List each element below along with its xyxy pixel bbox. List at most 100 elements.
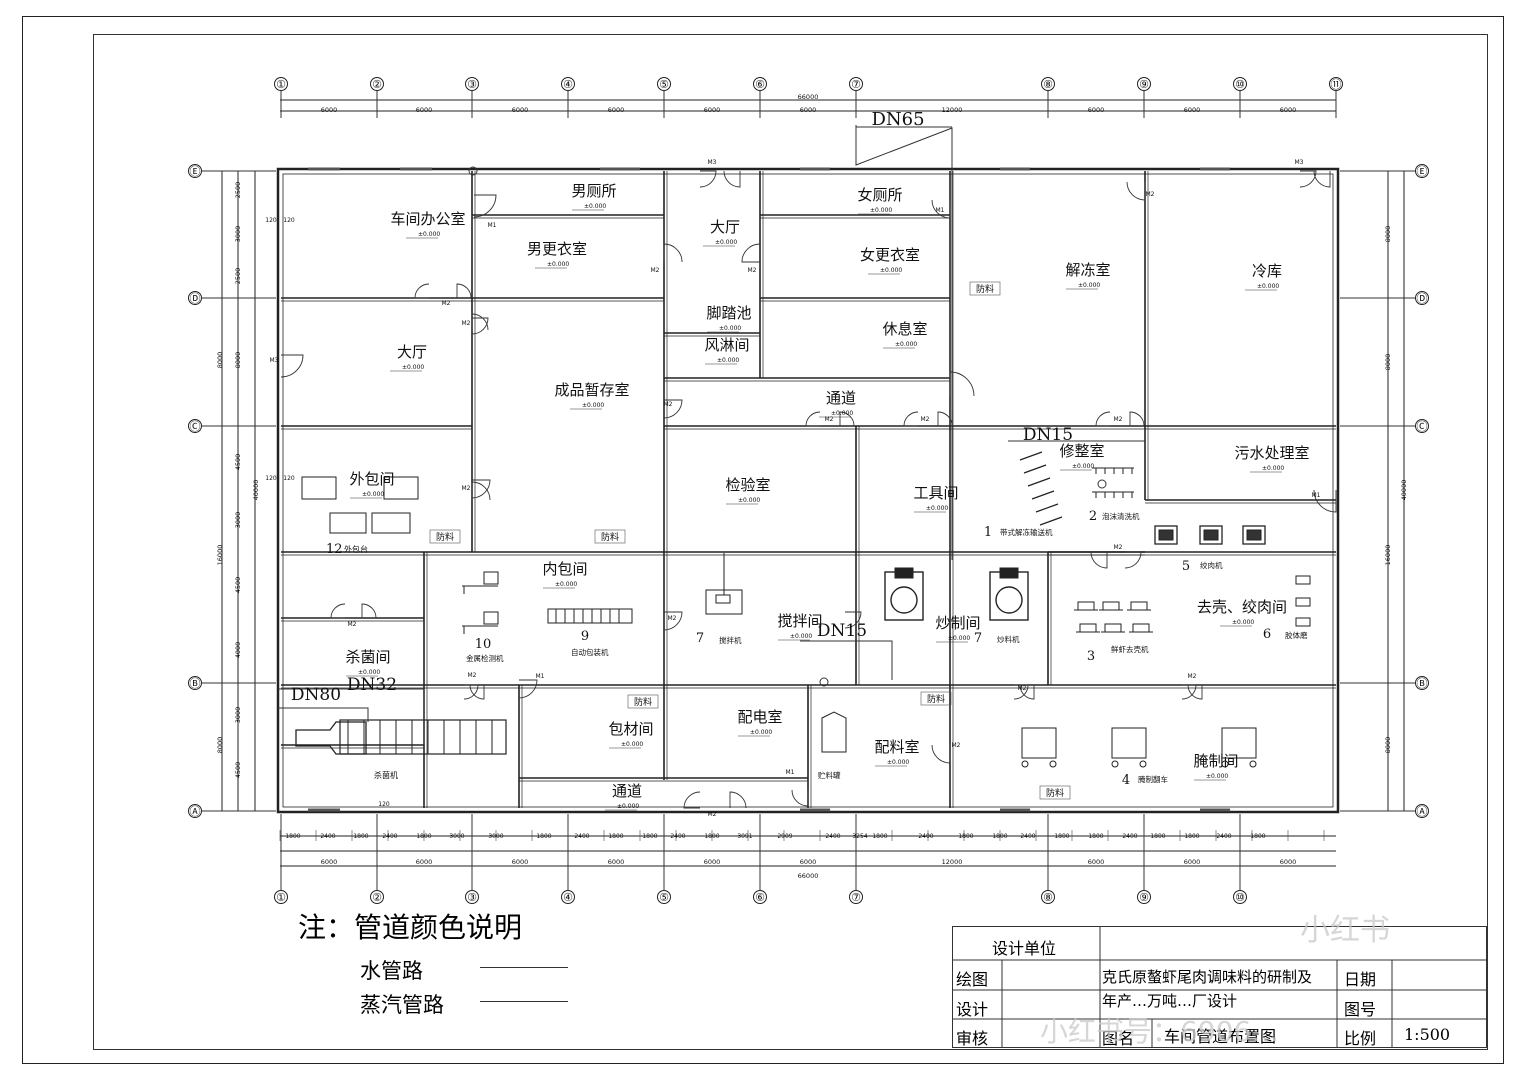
material-box	[627, 694, 659, 709]
grid-bubble-right	[1415, 419, 1429, 433]
dim-left: 8000	[216, 352, 224, 369]
dim-detail: 1800	[416, 833, 431, 840]
grid-bubble-left	[188, 804, 202, 818]
grid-label-left: Ⓐ	[190, 805, 201, 818]
cart-wheel	[1139, 760, 1147, 768]
grid-label-left: Ⓔ	[190, 165, 201, 178]
meat-grinder	[1154, 525, 1178, 545]
machine-label-5: 绞肉机	[1200, 560, 1223, 570]
date-label: 日期	[1344, 970, 1377, 989]
room-label-corridor-top: 通道	[826, 389, 856, 407]
colloid-mill	[1295, 575, 1311, 585]
grid-label-bottom: ②	[372, 891, 382, 904]
dim-top: 6000	[512, 106, 529, 114]
room-label-mens-wc: 男厕所	[571, 182, 616, 200]
dim-bottom: 12000	[942, 858, 963, 866]
dim-detail: 2909	[777, 833, 792, 840]
grid-bubble-top	[753, 77, 767, 91]
door-swing	[471, 317, 489, 335]
elevation-mark: ±0.000	[750, 729, 772, 736]
grid-label-bottom: ⑧	[1043, 891, 1053, 904]
shrimp-sheller	[1102, 601, 1120, 611]
dim-top: 6000	[800, 106, 817, 114]
packing-table	[301, 476, 337, 500]
scale-label: 比例	[1344, 1029, 1377, 1048]
room-label-tool: 工具间	[913, 484, 958, 502]
machine-number-4: 4	[1122, 773, 1130, 788]
material-label: 防料	[436, 531, 454, 543]
door-tag: M3	[270, 357, 279, 364]
dim-detail: 1800	[1150, 833, 1165, 840]
meat-grinder-motor	[1203, 529, 1219, 541]
thaw-conveyor-slat	[1023, 464, 1047, 474]
door-swing	[414, 283, 430, 299]
door-swing	[518, 679, 538, 699]
dim-top: 6000	[1280, 106, 1297, 114]
scale-value: 1:500	[1404, 1025, 1451, 1044]
marinating-cart	[1221, 727, 1257, 759]
project-name-line1: 克氏原螯虾尾肉调味料的研制及	[1102, 968, 1313, 986]
grid-bubble-left	[188, 419, 202, 433]
door-tag: M2	[462, 485, 471, 492]
dim-total-top: 66000	[798, 93, 819, 101]
machine-number-5: 5	[1182, 559, 1190, 574]
room-label-shell: 去壳、绞肉间	[1197, 598, 1287, 616]
material-box	[920, 691, 952, 706]
door-swing	[471, 313, 489, 331]
door-swing	[1126, 181, 1146, 201]
door-swing	[791, 789, 809, 807]
elevation-mark: ±0.000	[1257, 283, 1279, 290]
room-label-inspect: 检验室	[725, 476, 770, 494]
elevation-mark: ±0.000	[584, 203, 606, 210]
grid-bubble-right	[1415, 291, 1429, 305]
door-tag: M2	[462, 320, 471, 327]
elevation-mark: ±0.000	[555, 581, 577, 588]
shrimp-sheller	[1132, 623, 1150, 633]
machine-number-1: 1	[984, 525, 992, 540]
dim-bottom: 6000	[1280, 858, 1297, 866]
grid-label-top: ⑥	[755, 78, 765, 91]
colloid-mill	[1295, 597, 1311, 607]
drawing-name-label: 图名	[1102, 1029, 1135, 1048]
room-label-foot: 脚踏池	[706, 304, 751, 322]
marinating-cart	[1111, 727, 1147, 759]
dim-detail: 1800	[992, 833, 1007, 840]
grid-label-right: Ⓔ	[1417, 165, 1428, 178]
shrimp-sheller	[1077, 601, 1095, 611]
door-tag: M2	[1114, 544, 1123, 551]
door-tag: M3	[708, 159, 717, 166]
machine-label-9: 自动包装机	[571, 647, 609, 657]
grid-label-bottom: ⑦	[851, 891, 861, 904]
elevation-mark: ±0.000	[895, 341, 917, 348]
elevation-mark: ±0.000	[790, 633, 812, 640]
grid-label-bottom: ①	[276, 891, 286, 904]
elevation-mark: ±0.000	[948, 635, 970, 642]
grid-label-bottom: ④	[563, 891, 573, 904]
pipe-color-note-title: 注：管道颜色说明	[298, 911, 523, 944]
door-tag: M2	[708, 811, 717, 818]
door-tag: M2	[825, 416, 834, 423]
elevation-mark: ±0.000	[418, 231, 440, 238]
elevation-mark: ±0.000	[719, 325, 741, 332]
material-box	[1039, 785, 1071, 800]
dim-top: 6000	[1088, 106, 1105, 114]
dim-left: 3000	[234, 707, 242, 724]
door-tag: M1	[1312, 492, 1321, 499]
dim-right: 16000	[1384, 545, 1392, 566]
dim-left: 4500	[234, 762, 242, 779]
water-pipe-legend-line	[480, 967, 568, 968]
dim-detail: 1800	[1250, 833, 1265, 840]
door-swing	[280, 354, 304, 378]
grid-bubble-top	[1329, 77, 1343, 91]
packing-table	[329, 512, 367, 534]
grid-bubble-top	[1233, 77, 1247, 91]
door-swing	[805, 411, 821, 427]
thaw-conveyor-slat	[1019, 451, 1043, 461]
room-label-marinate: 腌制间	[1193, 752, 1238, 770]
thaw-conveyor-slat	[1035, 503, 1059, 513]
dim-left: 40000	[252, 480, 260, 501]
elevation-mark: ±0.000	[831, 410, 853, 417]
wall-thickness-tag: 120	[265, 475, 277, 482]
grid-label-top: ⑪	[1331, 78, 1342, 91]
dim-bottom: 6000	[704, 858, 721, 866]
